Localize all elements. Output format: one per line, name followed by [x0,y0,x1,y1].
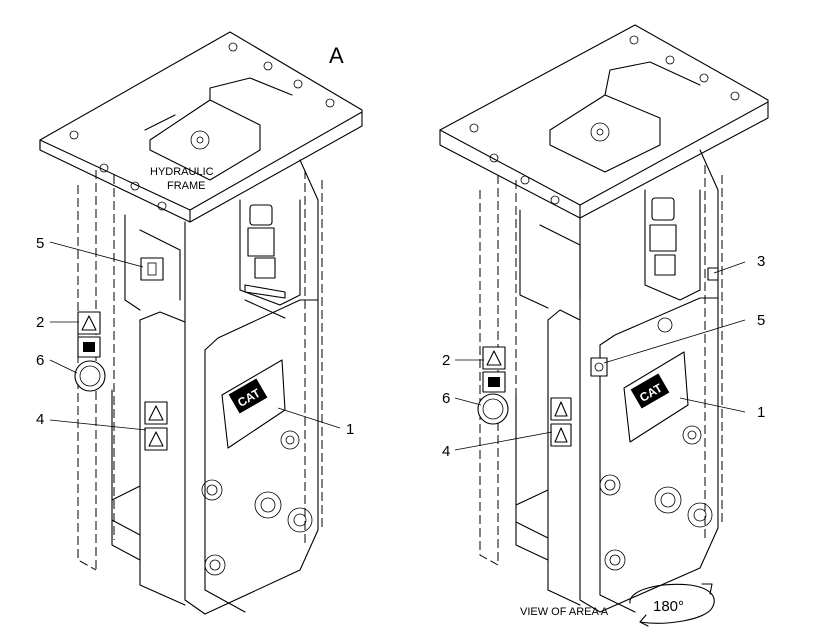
hydraulic-frame-label-line1: HYDRAULIC [150,166,214,178]
right-callout-1: 1 [757,404,765,421]
left-callout-5: 5 [36,235,44,252]
left-callout-4: 4 [36,411,44,428]
left-callout-1: 1 [346,421,354,438]
cat-logo-right [630,373,670,409]
area-a-label: A [329,43,344,68]
right-callout-5: 5 [757,312,765,329]
view-of-area-caption: VIEW OF AREA A [520,606,609,618]
left-callout-6: 6 [36,352,44,369]
right-callout-3: 3 [757,253,765,270]
right-callout-4: 4 [442,443,450,460]
cat-logo-left [228,378,268,414]
hydraulic-frame-label-line2: FRAME [167,180,206,192]
rotation-degrees-label: 180° [653,598,684,615]
rotation-arrow-icon [629,583,715,627]
left-hammer-view: CAT [39,31,363,615]
right-callout-6: 6 [442,390,450,407]
left-callout-2: 2 [36,314,44,331]
right-callout-2: 2 [442,352,450,369]
right-hammer-view: CAT [439,24,769,613]
